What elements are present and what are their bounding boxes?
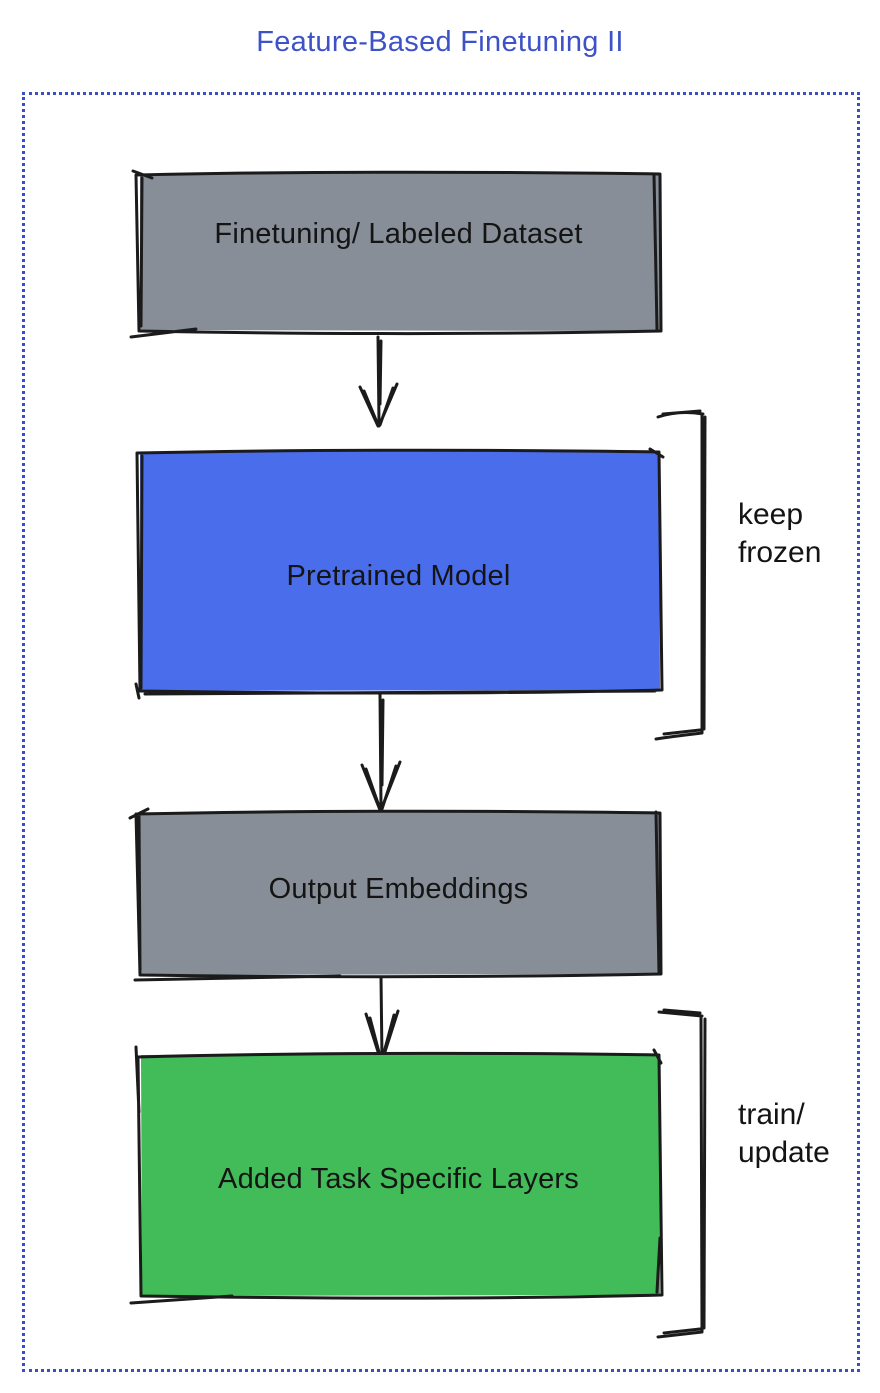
arrow-dataset-to-pretrained — [358, 335, 399, 428]
train-update-bracket — [656, 1008, 707, 1339]
arrow-embeddings-to-tasklayers — [364, 975, 400, 1063]
pretrained-box-fill — [140, 451, 660, 691]
pretrained-box-outline — [134, 447, 665, 700]
embeddings-box-fill — [140, 812, 660, 975]
keep-frozen-annotation: keep frozen — [738, 498, 822, 569]
dataset-box-label: Finetuning/ Labeled Dataset — [214, 218, 583, 250]
embeddings-box-outline — [128, 807, 663, 982]
pretrained-box-label: Pretrained Model — [286, 560, 511, 592]
dataset-box-fill — [140, 173, 660, 331]
diagram-title: Feature-Based Finetuning II — [256, 26, 624, 58]
arrow-pretrained-to-embeddings — [360, 692, 402, 812]
keep-frozen-bracket — [654, 409, 707, 741]
tasklayers-box-label: Added Task Specific Layers — [218, 1163, 579, 1195]
tasklayers-box-outline — [129, 1045, 664, 1305]
dataset-box-outline — [129, 169, 663, 339]
dashed-border-frame — [22, 92, 860, 1372]
embeddings-box-label: Output Embeddings — [268, 873, 529, 905]
train-update-annotation: train/ update — [738, 1098, 830, 1169]
tasklayers-box-fill — [141, 1054, 660, 1296]
